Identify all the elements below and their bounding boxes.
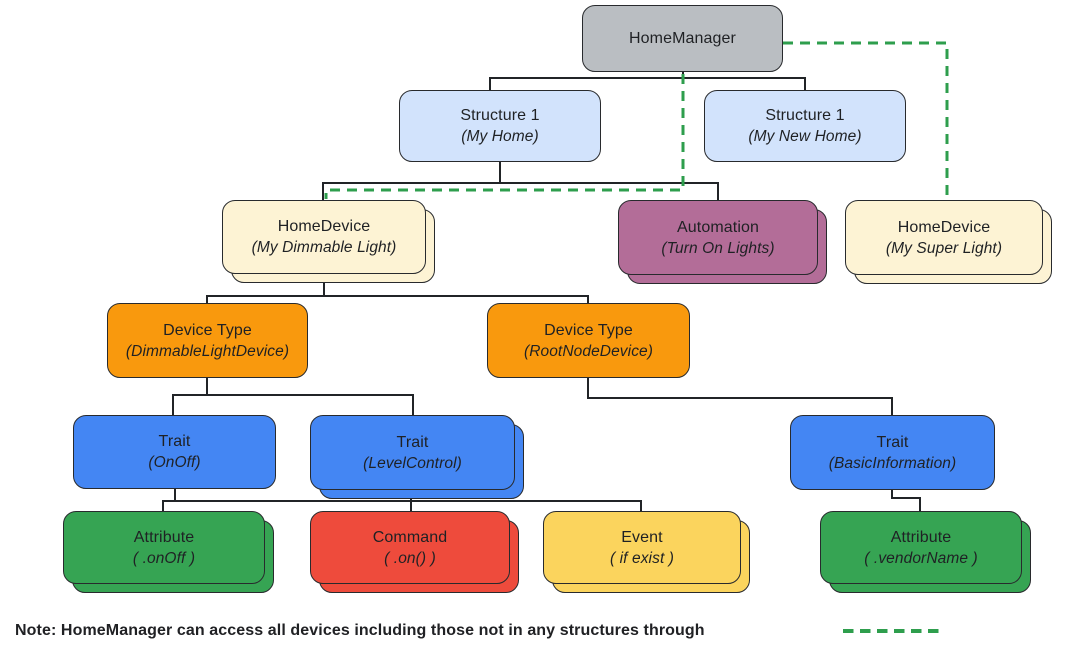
connector-homemanager-structures [489,72,806,90]
node-title: Automation [677,218,759,236]
node-devicetype-dimmablelightdevice: Device Type (DimmableLightDevice) [107,303,308,378]
node-subtitle: (LevelControl) [363,454,462,472]
legend-dashed-line [843,629,941,633]
node-title: Trait [876,433,909,451]
node-attribute-onoff: Attribute ( .onOff ) [63,511,274,593]
footnote-text: Note: HomeManager can access all devices… [15,622,705,639]
node-subtitle: (OnOff) [148,454,201,471]
node-title: Attribute [133,528,195,546]
connector-devicetype2-trait [587,378,893,415]
node-subtitle: (My Super Light) [885,239,1003,257]
node-title: Attribute [890,528,952,546]
node-subtitle: (My Home) [461,128,539,145]
node-trait-levelcontrol: Trait (LevelControl) [310,415,524,499]
node-automation-turn-on-lights: Automation (Turn On Lights) [618,200,827,284]
node-subtitle: ( .onOff ) [132,549,196,567]
node-subtitle: ( if exist ) [609,549,675,567]
node-title: Structure 1 [460,107,540,124]
node-title: Structure 1 [765,107,845,124]
node-subtitle: (Turn On Lights) [661,239,775,257]
node-event-if-exist: Event ( if exist ) [543,511,750,593]
node-subtitle: ( .vendorName ) [864,549,978,567]
node-homedevice-my-dimmable-light: HomeDevice (My Dimmable Light) [222,200,435,283]
node-subtitle: (RootNodeDevice) [523,342,654,360]
node-attribute-vendorname: Attribute ( .vendorName ) [820,511,1031,593]
node-trait-basicinformation: Trait (BasicInformation) [790,415,995,490]
node-title: HomeDevice [897,218,991,236]
node-subtitle: (My New Home) [748,128,862,145]
node-homedevice-my-super-light: HomeDevice (My Super Light) [845,200,1052,284]
node-subtitle: (BasicInformation) [828,454,957,472]
connector-devicetype1-traits [172,378,414,415]
node-subtitle: (DimmableLightDevice) [125,342,290,360]
node-title: HomeDevice [277,218,371,235]
node-title: Command [372,528,448,546]
dashed-link-homemanager-dimmable-light [324,74,685,199]
node-structure-my-new-home: Structure 1 (My New Home) [704,90,906,162]
connector-trait-basicinfo-attribute [891,490,921,511]
node-title: Trait [396,433,429,451]
node-structure-my-home: Structure 1 (My Home) [399,90,601,162]
node-title: HomeManager [629,30,736,47]
node-command-on: Command ( .on() ) [310,511,519,593]
node-title: Device Type [544,321,633,339]
node-subtitle: ( .on() ) [384,549,436,567]
node-subtitle: (My Dimmable Light) [251,239,397,256]
dashed-link-homemanager-super-light [783,41,949,199]
node-homemanager: HomeManager [582,5,783,72]
node-devicetype-rootnodedevice: Device Type (RootNodeDevice) [487,303,690,378]
node-title: Device Type [163,321,252,339]
node-title: Event [621,528,663,546]
node-title: Trait [158,433,191,450]
connector-structure1-children [322,162,719,200]
node-trait-onoff: Trait (OnOff) [73,415,276,489]
